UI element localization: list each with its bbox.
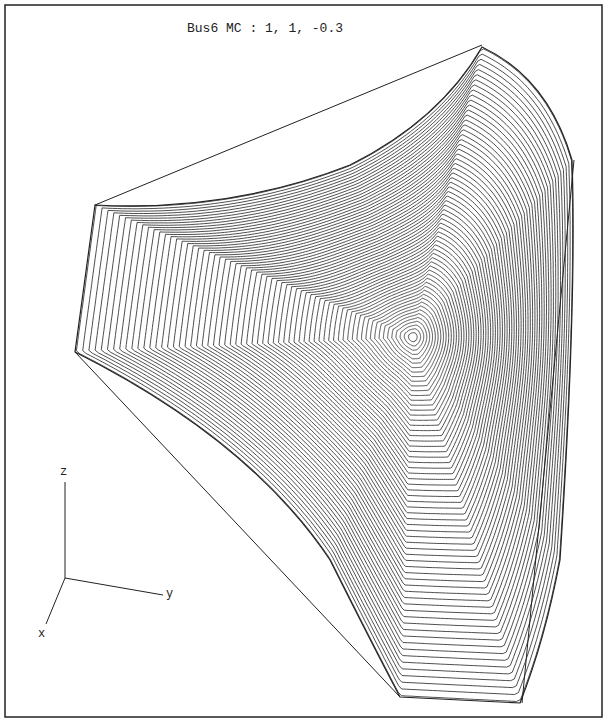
contour-line (41, 18, 590, 722)
axis-line (65, 482, 66, 578)
contour-line (101, 70, 563, 674)
contour-line (63, 37, 579, 716)
edge-chord (522, 160, 574, 703)
contour-line (352, 282, 454, 400)
contour-line (319, 253, 471, 435)
axis-label: z (60, 466, 67, 478)
contour-line (273, 214, 493, 485)
contour-line (263, 205, 498, 496)
contour-line (114, 80, 558, 661)
contour-line (95, 64, 565, 680)
contour-line (348, 278, 457, 405)
axis-line (46, 578, 65, 624)
contour-line (408, 333, 417, 342)
contour-line (168, 125, 538, 601)
contour-line (179, 135, 532, 588)
contour-line (76, 49, 572, 702)
contour-line (36, 15, 591, 722)
contour-line (108, 75, 561, 667)
contour-line (202, 154, 523, 563)
axis-label: y (166, 588, 173, 600)
contour-line (252, 196, 502, 508)
contour-lines (14, 0, 602, 722)
edge-chord (95, 45, 482, 205)
contour-line (334, 266, 464, 420)
contour-line (67, 41, 577, 712)
contour-line (89, 59, 568, 687)
contour-line (126, 90, 554, 647)
contour-line (27, 7, 595, 722)
contour-line (400, 325, 424, 350)
contour-line (58, 33, 581, 721)
contour-line (309, 245, 476, 447)
contour-line (45, 22, 587, 722)
axis-line (65, 578, 163, 595)
contour-line (83, 54, 571, 694)
contour-line (191, 144, 528, 575)
contour-line (49, 26, 585, 722)
plot-title: Bus6 MC : 1, 1, -0.3 (187, 22, 343, 35)
contour-line (23, 3, 598, 722)
contour-line (361, 290, 448, 390)
contour-line (289, 228, 486, 469)
contour-line (72, 45, 575, 707)
contour-line (225, 173, 514, 538)
surface-outline (75, 47, 573, 703)
contour-line (14, 0, 602, 722)
contour-line (247, 192, 505, 514)
plot-frame (5, 5, 602, 717)
axis-label: x (38, 628, 45, 640)
contour-line (19, 0, 600, 722)
contour-line (324, 258, 469, 431)
contour-line (338, 270, 461, 415)
contour-line (404, 329, 420, 346)
contour-line (32, 11, 594, 722)
edge-chord (75, 352, 400, 697)
contour-line (150, 110, 544, 620)
contour-line (392, 317, 430, 358)
contour-line (379, 306, 438, 372)
contour-line (279, 219, 491, 480)
contour-line (54, 30, 584, 722)
contour-line (304, 241, 479, 452)
contour-line (132, 95, 551, 640)
